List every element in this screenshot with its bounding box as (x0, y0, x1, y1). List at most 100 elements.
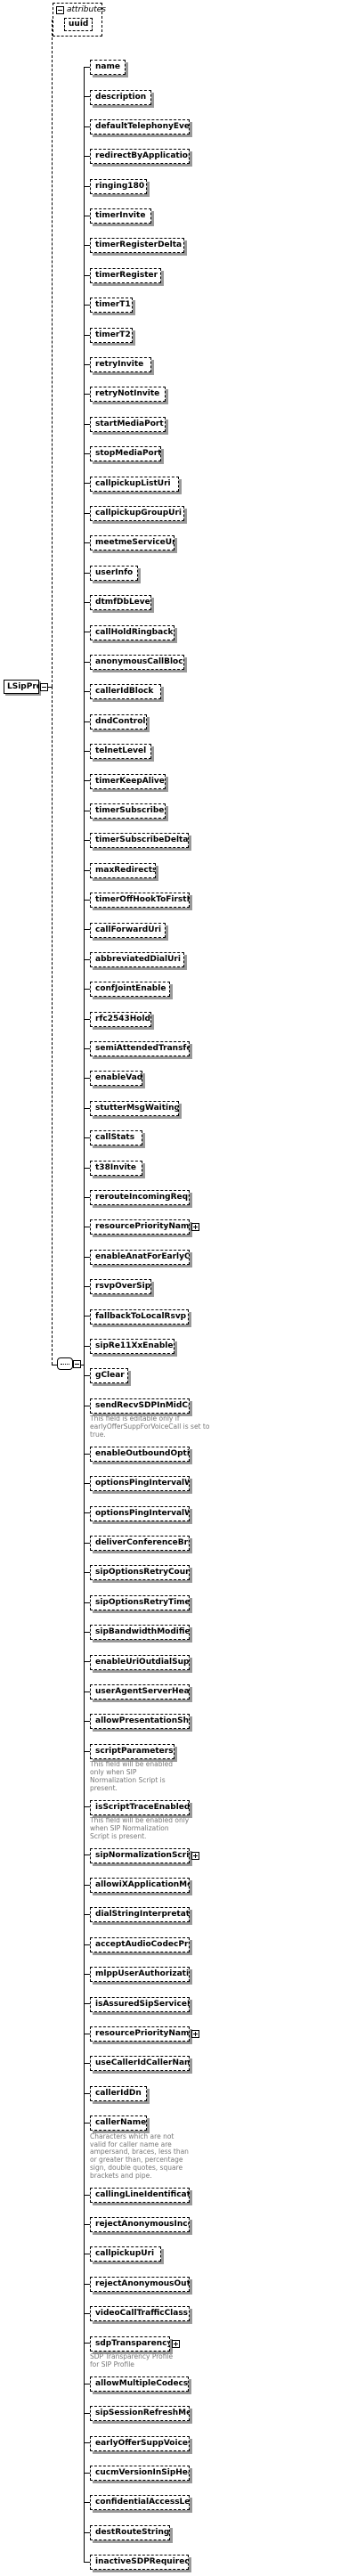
element-box[interactable]: rejectAnonymousOutgoingCall (90, 2276, 190, 2292)
element-box[interactable]: resourcePriorityNamespace (90, 2026, 190, 2042)
element-box[interactable]: dtmfDbLevel (90, 595, 152, 611)
attribute-uuid[interactable]: uuid (64, 18, 93, 31)
element-box[interactable]: timerT1 (90, 298, 134, 314)
element-box[interactable]: destRouteString (90, 2524, 170, 2540)
element-box[interactable]: startMediaPort (90, 416, 166, 432)
element-box[interactable]: rerouteIncomingRequest (90, 1190, 190, 1206)
element-box[interactable]: callStats (90, 1130, 142, 1146)
element-box[interactable]: deliverConferenceBridgeIdentifi... (90, 1535, 190, 1551)
element-box[interactable]: t38Invite (90, 1160, 142, 1176)
element-box[interactable]: callerIdBlock (90, 684, 161, 700)
element-box[interactable]: sipSessionRefreshMethod (90, 2406, 190, 2422)
element-box[interactable]: sipOptionsRetryTimer (90, 1594, 190, 1610)
element-box[interactable]: sipBandwidthModifier (90, 1625, 190, 1641)
element-box[interactable]: sipRe11XxEnabled (90, 1338, 175, 1354)
element-box[interactable]: timerRegister (90, 267, 161, 283)
element-box[interactable]: dndControl (90, 713, 147, 730)
element-box[interactable]: callForwardUri (90, 922, 166, 938)
element-box[interactable]: sendRecvSDPInMidCallInvite (90, 1398, 190, 1414)
element-box[interactable]: anonymousCallBlock (90, 654, 184, 670)
element-connector (84, 2092, 90, 2094)
element-box[interactable]: stopMediaPort (90, 446, 161, 462)
element-box[interactable]: abbreviatedDialUri (90, 951, 184, 967)
element-box[interactable]: timerSubscribe (90, 803, 166, 819)
expand-button[interactable] (191, 1223, 199, 1232)
sequence-collapse-button[interactable] (73, 1360, 81, 1368)
element-box[interactable]: scriptParameters (90, 1743, 175, 1759)
element-box[interactable]: sdpTransparency (90, 2336, 170, 2352)
element-box[interactable]: callpickupUri (90, 2246, 161, 2262)
element-box[interactable]: timerOffHookToFirstDigit (90, 893, 190, 909)
element-label: sipSessionRefreshMethod (95, 2409, 189, 2418)
sequence-compositor[interactable] (57, 1357, 73, 1370)
element-box[interactable]: callerIdDn (90, 2085, 147, 2101)
element-box[interactable]: userInfo (90, 565, 138, 581)
root-element-box[interactable]: LSipProfile (4, 680, 39, 694)
element-box[interactable]: earlyOfferSuppVoiceCall (90, 2435, 190, 2451)
element-box[interactable]: useCallerIdCallerNameinUriOutg... (90, 2056, 190, 2072)
element-box[interactable]: enableOutboundOptionsPing (90, 1446, 190, 1462)
element-box[interactable]: callingLineIdentification (90, 2187, 190, 2203)
element-box[interactable]: rsvpOverSip (90, 1279, 152, 1295)
element-box[interactable]: enableVad (90, 1071, 142, 1087)
element-box[interactable]: enableAnatForEarlyOfferCalls (90, 1249, 190, 1265)
expand-button[interactable] (172, 2339, 180, 2348)
element-box[interactable]: timerKeepAlive (90, 773, 166, 789)
element-box[interactable]: allowiXApplicationMedia (90, 1877, 190, 1893)
element-box[interactable]: timerSubscribeDelta (90, 833, 189, 849)
element-box[interactable]: defaultTelephonyEventPayloadT... (90, 118, 190, 135)
element-box[interactable]: timerRegisterDelta (90, 238, 184, 254)
element-box[interactable]: timerT2 (90, 327, 134, 343)
element-box[interactable]: acceptAudioCodecPreferences (90, 1936, 190, 1952)
element-box[interactable]: callerName (90, 2115, 147, 2132)
element-connector (84, 1483, 90, 1485)
element-box[interactable]: callpickupGroupUri (90, 506, 184, 522)
element-box[interactable]: maxRedirects (90, 862, 157, 878)
element-box[interactable]: mlppUserAuthorization (90, 1967, 190, 1983)
element-box[interactable]: enableUriOutdialSupport (90, 1654, 190, 1670)
element-box[interactable]: cucmVersionInSipHeader (90, 2465, 190, 2481)
element-box[interactable]: sipOptionsRetryCount (90, 1565, 190, 1581)
element-box[interactable]: fallbackToLocalRsvp (90, 1308, 189, 1325)
element-box[interactable]: ringing180 (90, 178, 147, 194)
element-box[interactable]: allowPresentationSharingUsing... (90, 1714, 190, 1730)
element-box[interactable]: callpickupListUri (90, 476, 180, 492)
element-box[interactable]: rfc2543Hold (90, 1011, 152, 1027)
element-box[interactable]: confidentialAccessLevelHeaders (90, 2495, 190, 2511)
element-box[interactable]: allowMultipleCodecs (90, 2376, 189, 2392)
element-connector (84, 602, 90, 604)
element-box[interactable]: optionsPingIntervalWhenStatus... (90, 1505, 190, 1521)
element-box[interactable]: description (90, 89, 152, 105)
element-box[interactable]: gClear (90, 1368, 129, 1384)
element-box[interactable]: meetmeServiceUrl (90, 535, 175, 551)
element-box[interactable]: timerInvite (90, 208, 152, 224)
element-box[interactable]: telnetLevel (90, 744, 152, 760)
expand-button[interactable] (191, 2029, 199, 2038)
element-box[interactable]: videoCallTrafficClass (90, 2306, 190, 2322)
element-box[interactable]: isScriptTraceEnabled (90, 1799, 190, 1815)
element-connector (84, 1286, 90, 1288)
element-box[interactable]: optionsPingIntervalWhenStatus... (90, 1476, 190, 1492)
element-box[interactable]: semiAttendedTransfer (90, 1041, 190, 1057)
element-connector (84, 423, 90, 425)
element-box[interactable]: redirectByApplication (90, 149, 190, 165)
element-box[interactable]: confJointEnable (90, 982, 170, 998)
element-box[interactable]: name (90, 60, 126, 76)
element-connector (84, 1632, 90, 1633)
description-line: ampersand, braces, less than (90, 2148, 189, 2156)
element-box[interactable]: retryInvite (90, 357, 152, 373)
element-box[interactable]: inactiveSDPRequired (90, 2555, 189, 2571)
root-collapse-button[interactable] (40, 683, 48, 691)
attributes-collapse-button[interactable] (56, 6, 64, 14)
element-box[interactable]: sipNormalizationScript (90, 1847, 190, 1863)
element-box[interactable]: callHoldRingback (90, 624, 175, 640)
element-box[interactable]: stutterMsgWaiting (90, 1100, 180, 1116)
element-label: sipOptionsRetryTimer (95, 1597, 190, 1607)
expand-button[interactable] (191, 1851, 199, 1860)
element-box[interactable]: retryNotInvite (90, 387, 166, 403)
element-box[interactable]: rejectAnonymousIncomingCall (90, 2217, 190, 2233)
element-box[interactable]: userAgentServerHeaderInfo (90, 1683, 190, 1700)
element-box[interactable]: resourcePriorityNamespaceLis... (90, 1219, 190, 1235)
element-box[interactable]: dialStringInterpretation (90, 1907, 190, 1923)
element-box[interactable]: isAssuredSipServiceEnabled (90, 1996, 190, 2012)
